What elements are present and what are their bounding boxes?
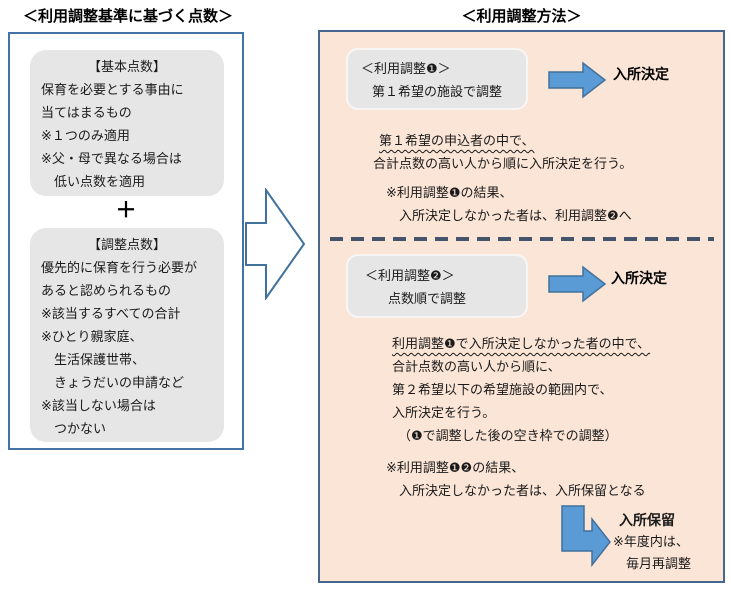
step1-description: 第１希望の申込者の中で、 合計点数の高い人から順に入所決定を行う。 xyxy=(373,129,632,175)
hold-result: 入所保留 ※年度内は、 毎月再調整 xyxy=(613,509,691,575)
basic-points-line: 保育を必要とする事由に xyxy=(41,82,184,97)
adjustment2-subtitle: 点数順で調整 xyxy=(388,291,467,306)
adjustment-points-line: ※ひとり親家庭、 xyxy=(41,329,143,344)
basic-points-line: 低い点数を適用 xyxy=(41,174,146,189)
criteria-panel: 【基本点数】 保育を必要とする事由に 当てはまるもの ※１つのみ適用 ※父・母で… xyxy=(8,32,244,450)
adjustment-points-line: 優先的に保育を行う必要が xyxy=(41,260,198,275)
adjustment1-box: ＜利用調整❶＞ 第１希望の施設で調整 xyxy=(346,48,528,110)
adjustment-points-line: つかない xyxy=(41,421,107,436)
basic-points-box: 【基本点数】 保育を必要とする事由に 当てはまるもの ※１つのみ適用 ※父・母で… xyxy=(30,50,224,196)
admission-decision-label: 入所決定 xyxy=(611,270,667,286)
adjustment2-title: ＜利用調整❷＞ xyxy=(365,268,455,283)
step1-body-line: 合計点数の高い人から順に入所決定を行う。 xyxy=(373,156,633,171)
admission-decision-label: 入所決定 xyxy=(613,66,669,82)
step2-note-line: ※利用調整❶❷の結果、 xyxy=(386,460,525,475)
method-panel: ＜利用調整❶＞ 第１希望の施設で調整 入所決定 第１希望の申込者の中で、 合計点… xyxy=(318,30,725,583)
basic-points-heading: 【基本点数】 xyxy=(87,59,166,74)
flow-arrow-icon xyxy=(245,188,306,300)
criteria-section-title: ＜利用調整基準に基づく点数＞ xyxy=(22,8,233,25)
step1-note-line: 入所決定しなかった者は、利用調整❷へ xyxy=(386,208,632,223)
adjustment1-subtitle: 第１希望の施設で調整 xyxy=(372,84,503,99)
decision-arrow-icon xyxy=(548,265,607,303)
basic-points-line: 当てはまるもの xyxy=(41,105,132,120)
step2-note: ※利用調整❶❷の結果、 入所決定しなかった者は、入所保留となる xyxy=(386,456,646,502)
step2-body-line: 第２希望以下の希望施設の範囲内で、 xyxy=(392,382,613,397)
basic-points-line: ※父・母で異なる場合は xyxy=(41,151,182,166)
step1-note: ※利用調整❶の結果、 入所決定しなかった者は、利用調整❷へ xyxy=(386,181,632,227)
adjustment-points-box: 【調整点数】 優先的に保育を行う必要が あると認められるもの ※該当するすべての… xyxy=(30,228,224,442)
adjustment1-title: ＜利用調整❶＞ xyxy=(361,61,451,76)
hold-note-line: ※年度内は、 xyxy=(613,534,689,549)
divider-dashed-line xyxy=(330,237,714,241)
adjustment2-box: ＜利用調整❷＞ 点数順で調整 xyxy=(346,254,528,318)
adjustment-points-line: 生活保護世帯、 xyxy=(41,352,146,367)
adjustment-points-line: きょうだいの申請など xyxy=(41,375,185,390)
step2-note-line: 入所決定しなかった者は、入所保留となる xyxy=(386,483,646,498)
decision-arrow-icon xyxy=(548,61,607,99)
hold-note-line: 毎月再調整 xyxy=(613,556,692,571)
step2-body-line: 合計点数の高い人から順に、 xyxy=(392,359,561,374)
step1-note-line: ※利用調整❶の結果、 xyxy=(386,185,513,200)
admission-hold-label: 入所保留 xyxy=(619,512,675,528)
hold-arrow-icon xyxy=(561,505,611,568)
method-section-title: ＜利用調整方法＞ xyxy=(461,8,582,25)
adjustment-points-line: ※該当するすべての合計 xyxy=(41,306,181,321)
adjustment-points-heading: 【調整点数】 xyxy=(87,237,166,252)
adjustment-points-line: あると認められるもの xyxy=(41,283,172,298)
step1-lead-line: 第１希望の申込者の中で、 xyxy=(379,133,535,148)
step2-body-line: （❶で調整した後の空き枠での調整） xyxy=(398,428,618,443)
plus-sign: ＋ xyxy=(115,199,137,222)
step2-body-line: 入所決定を行う。 xyxy=(392,405,496,420)
step2-description: 利用調整❶で入所決定しなかった者の中で、 合計点数の高い人から順に、 第２希望以… xyxy=(392,332,650,447)
basic-points-line: ※１つのみ適用 xyxy=(41,128,130,143)
adjustment-points-line: ※該当しない場合は xyxy=(41,398,156,413)
step2-lead-line: 利用調整❶で入所決定しなかった者の中で、 xyxy=(392,336,651,351)
